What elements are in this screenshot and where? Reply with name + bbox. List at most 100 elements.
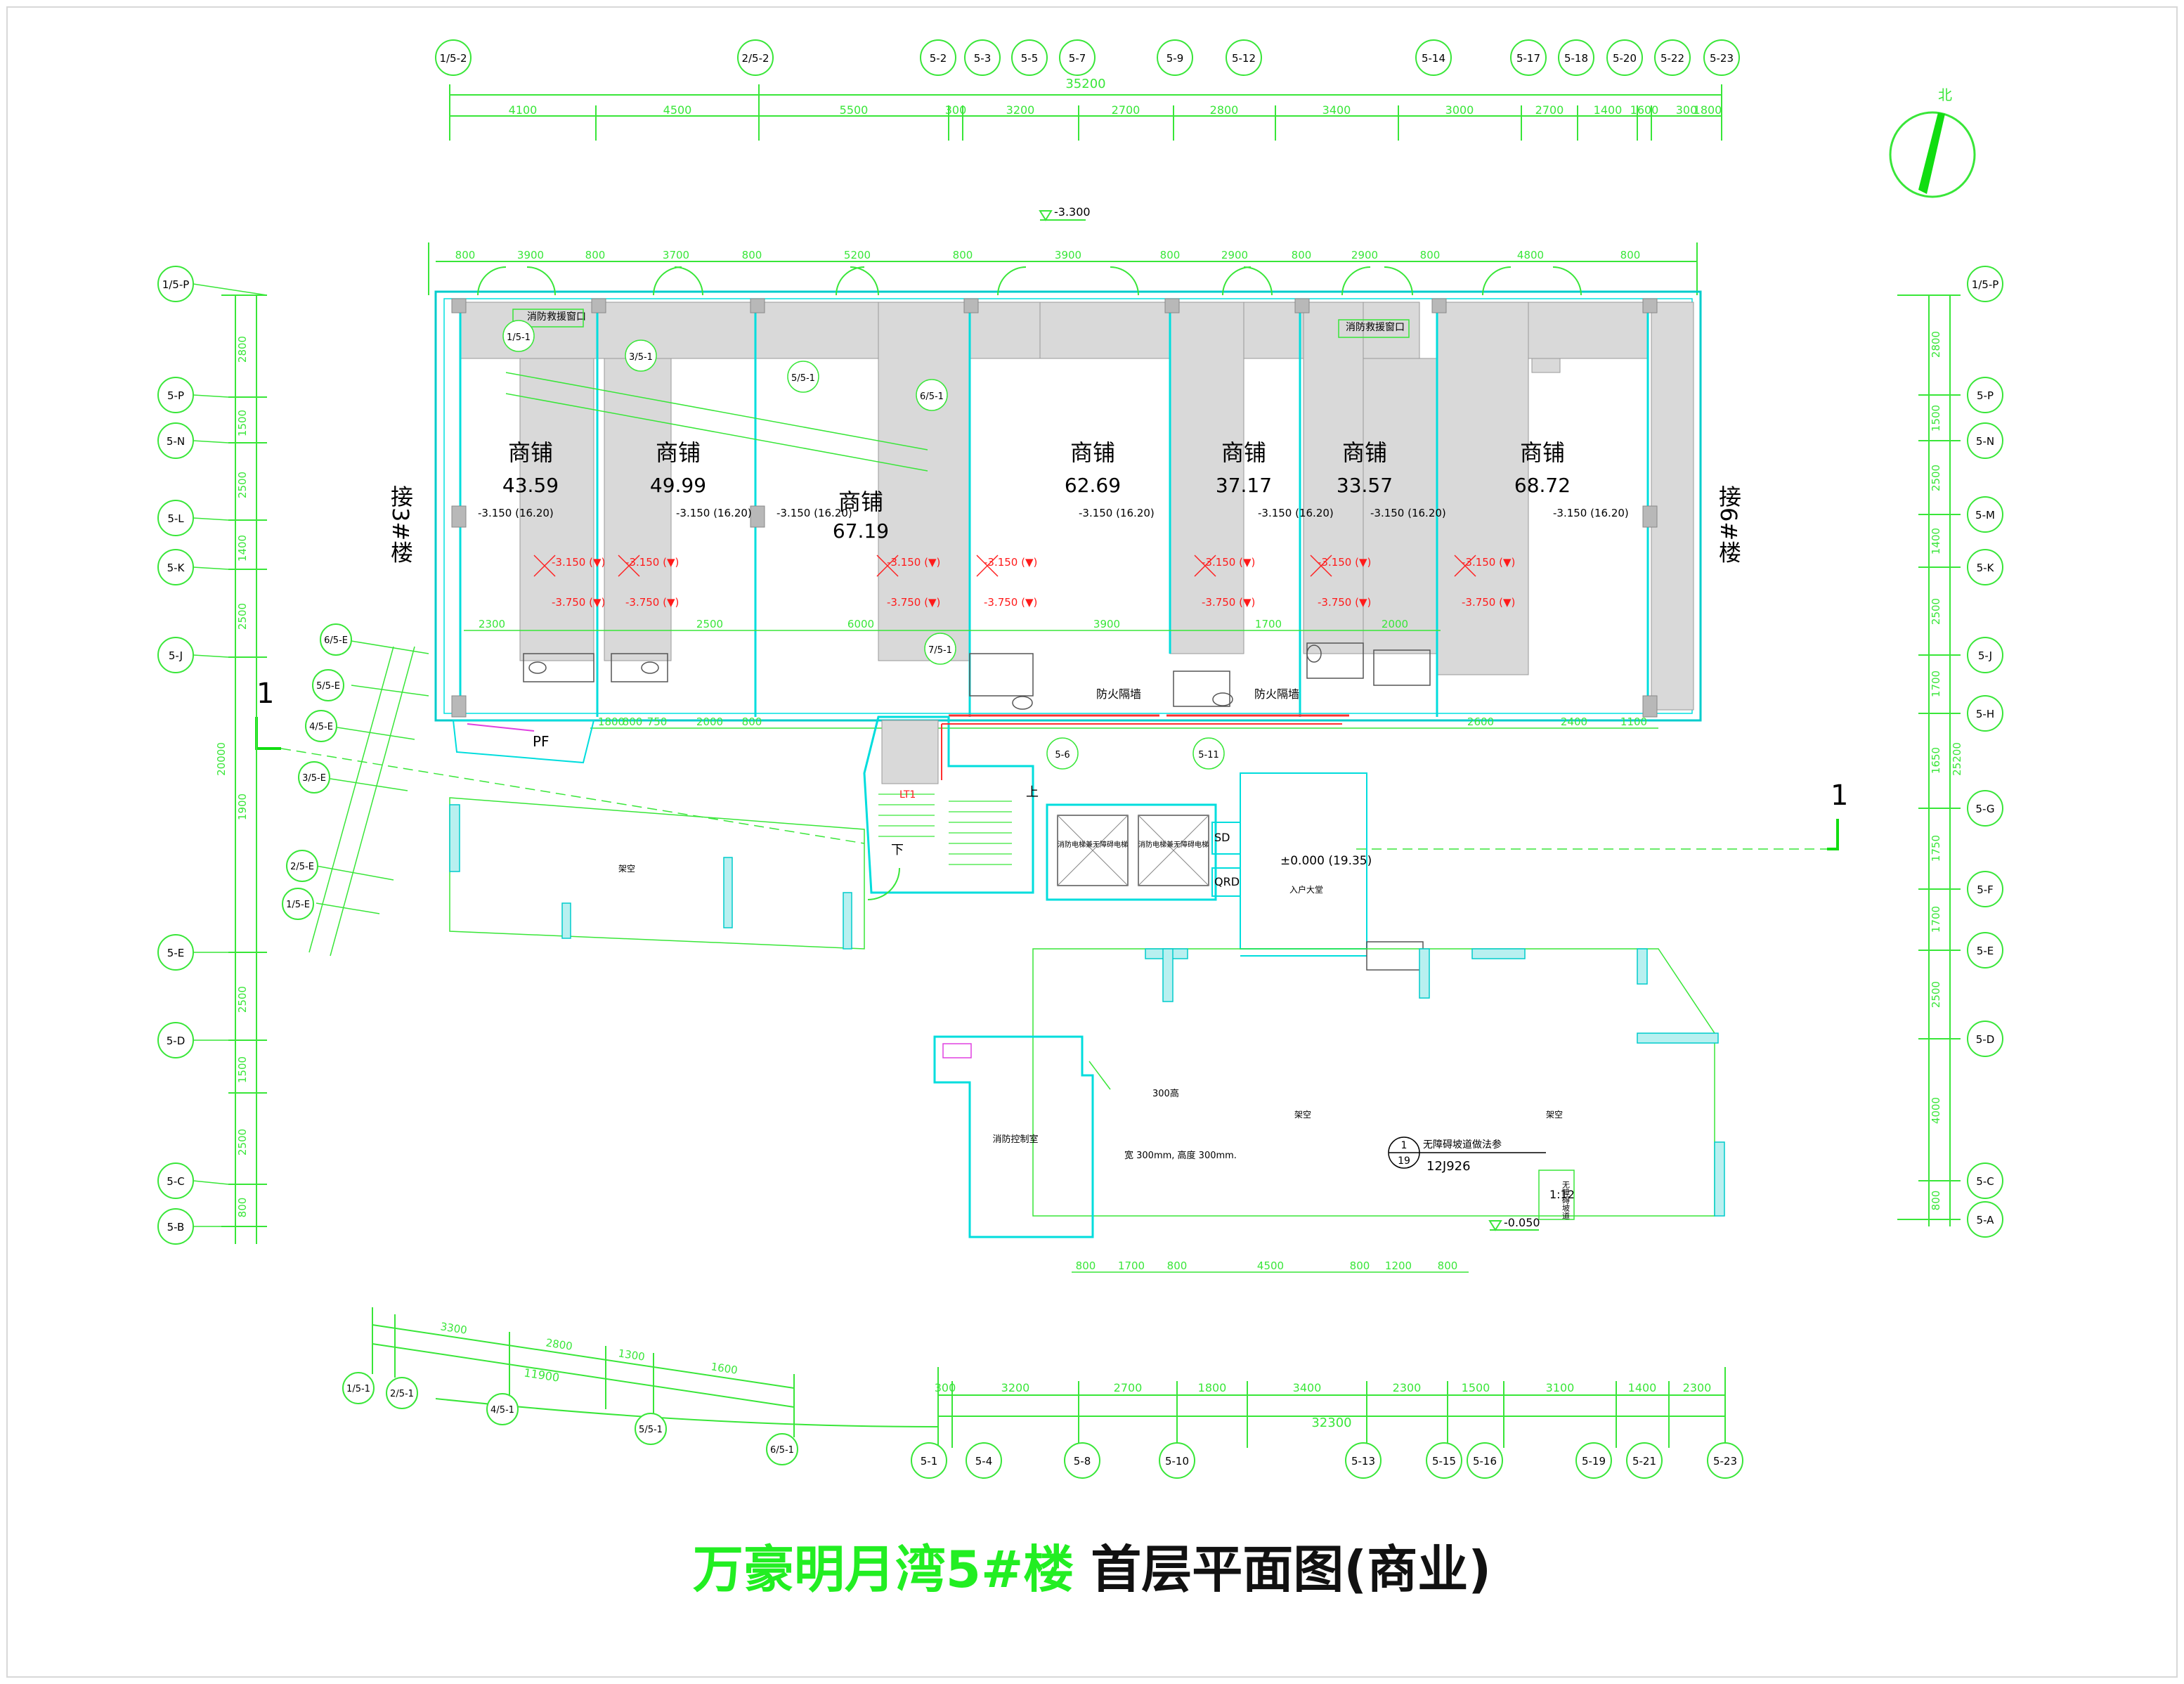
svg-text:商铺: 商铺	[838, 488, 883, 515]
dim-upper-label: 800	[455, 249, 476, 261]
axis-bubble: 5-3	[964, 39, 1001, 76]
svg-text:-3.150 (16.20): -3.150 (16.20)	[478, 507, 554, 519]
dim-right-label: 1700	[1930, 906, 1942, 933]
lobby-label: 入户大堂	[1289, 884, 1323, 895]
axis-bubble: 1/5-1	[342, 1372, 375, 1404]
dim-right-label: 2500	[1930, 981, 1942, 1008]
svg-text:5-H: 5-H	[1976, 708, 1994, 720]
link-right-label: 接6#楼	[1715, 485, 1742, 563]
svg-text:-3.150 (▼): -3.150 (▼)	[1318, 556, 1371, 569]
svg-text:49.99: 49.99	[650, 474, 706, 497]
dim-right-label: 4000	[1930, 1097, 1942, 1124]
stair-up-label: 上	[1026, 785, 1039, 800]
dim-right-label: 2500	[1930, 598, 1942, 625]
dim-top-label: 4100	[509, 103, 538, 117]
svg-text:5/5-1: 5/5-1	[791, 373, 815, 384]
dim-top-label: 300	[1676, 103, 1698, 117]
dim-right-label: 2500	[1930, 465, 1942, 491]
axis-bubble: 1/5-P	[1967, 266, 2003, 302]
bottom-skew-chain	[372, 1307, 795, 1437]
axis-bubble: 5-17	[1510, 39, 1547, 76]
svg-text:-3.150 (▼): -3.150 (▼)	[984, 556, 1037, 569]
dim-bottom-label: 2300	[1683, 1381, 1712, 1394]
svg-text:5-23: 5-23	[1710, 52, 1734, 65]
dim-bottom-label: 300	[935, 1381, 956, 1394]
svg-text:5-13: 5-13	[1351, 1455, 1375, 1468]
axis-bubble: 5-4	[966, 1442, 1002, 1479]
svg-text:1: 1	[256, 678, 274, 710]
svg-text:-3.150 (16.20): -3.150 (16.20)	[1370, 507, 1446, 519]
dim-court-label: 1200	[1385, 1259, 1412, 1272]
axis-bubble: 5-P	[1967, 377, 2003, 413]
svg-text:6/5-1: 6/5-1	[770, 1445, 794, 1456]
dim-upper-label: 3900	[517, 249, 544, 261]
axis-bubble: 5-16	[1467, 1442, 1503, 1479]
core-area: LT1 上 下 消防电梯兼无障碍电梯 消防电梯兼无障碍电梯 SD QRD ±0.…	[863, 715, 1424, 971]
dim-bottom-skew-label: 1300	[618, 1347, 646, 1363]
left-dimension-chain	[221, 294, 267, 1244]
inner-axis-bubble: 1/5-1	[502, 320, 535, 352]
dim-mid-label: 3900	[1093, 618, 1120, 630]
svg-text:商铺: 商铺	[1520, 439, 1565, 466]
inner-axis-bubble: 5/5-1	[787, 361, 819, 393]
low-dim-labels: 1800 800 750 2000 800 2600 2400 1100	[590, 715, 1658, 729]
axis-bubble: 5-22	[1654, 39, 1691, 76]
dim-court-label: 800	[1350, 1259, 1370, 1272]
void-label-left: 架空	[618, 864, 635, 874]
dim-top-labels: 4100 4500 5500 300 3200 2700 2800 3400 3…	[509, 103, 1722, 117]
shop: 商铺 49.99 -3.150 (16.20)	[650, 439, 752, 519]
north-arrow: 北	[1889, 86, 1976, 198]
top-axis-bubbles: 1/5-2 2/5-2 5-2 5-3 5-5 5-7 5-9 5-12 5-1…	[435, 39, 1740, 76]
ramp-detail: 1 19 无障碍坡道做法参 12J926 1:12 无障碍坡道 -0.050	[1388, 1136, 1575, 1231]
dim-top-label: 1800	[1694, 103, 1722, 117]
dim-bottom-label: 3200	[1001, 1381, 1030, 1394]
dim-upper-label: 800	[1292, 249, 1312, 261]
shop: 商铺 62.69 -3.150 (16.20)	[1065, 439, 1155, 519]
svg-text:5-15: 5-15	[1432, 1455, 1456, 1468]
dim-upper-label: 800	[585, 249, 606, 261]
link-left-label: 接3#楼	[387, 485, 414, 563]
axis-bubble: 5-2	[920, 39, 956, 76]
title-project: 万豪明月湾5#楼	[692, 1540, 1074, 1599]
stair-lt1-label: LT1	[899, 789, 916, 801]
svg-text:5/5-E: 5/5-E	[316, 681, 340, 692]
bottom-axis-bubbles: 5-1 5-4 5-8 5-10 5-13 5-15 5-16 5-19 5-2…	[911, 1442, 1743, 1479]
axis-bubble: 6/5-1	[766, 1433, 798, 1465]
right-axis-bubbles: 1/5-P 5-P 5-N 5-M 5-K 5-J 5-H 5-G 5-F 5-…	[1967, 266, 2003, 1238]
dim-left-label: 2800	[236, 336, 249, 363]
svg-text:5-19: 5-19	[1582, 1455, 1606, 1468]
svg-text:-3.300: -3.300	[1054, 205, 1091, 219]
elevator-a-label: 消防电梯兼无障碍电梯	[1058, 840, 1128, 849]
dim-upper-label: 3700	[663, 249, 689, 261]
svg-text:5-C: 5-C	[1976, 1175, 1994, 1188]
dim-low-label: 1800	[598, 715, 625, 728]
axis-bubble: 1/5-P	[157, 266, 268, 302]
section-marker-right: 1	[1356, 779, 1848, 850]
svg-text:商铺: 商铺	[1070, 439, 1115, 466]
svg-text:2/5-1: 2/5-1	[390, 1389, 414, 1399]
svg-text:5-P: 5-P	[167, 389, 184, 402]
axis-bubble: 1/5-E	[282, 888, 314, 920]
dim-bottom-label: 3100	[1546, 1381, 1575, 1394]
note-300-label: 300高	[1152, 1088, 1179, 1099]
svg-text:5-J: 5-J	[1978, 649, 1992, 662]
svg-text:6/5-E: 6/5-E	[324, 635, 348, 646]
note-width-label: 宽 300mm, 高度 300mm.	[1124, 1150, 1237, 1161]
dim-upper-label: 5200	[844, 249, 871, 261]
void-label-mid: 架空	[1294, 1110, 1311, 1120]
svg-text:-3.750 (▼): -3.750 (▼)	[984, 596, 1037, 609]
svg-text:1/5-1: 1/5-1	[346, 1384, 370, 1394]
svg-text:5-N: 5-N	[1976, 435, 1994, 448]
fire-rescue-window-right: 消防救援窗口	[1346, 321, 1405, 333]
void-label-right: 架空	[1546, 1110, 1563, 1120]
svg-text:4/5-E: 4/5-E	[309, 722, 333, 732]
dim-court-label: 4500	[1257, 1259, 1284, 1272]
dim-right-total: 25200	[1951, 742, 1963, 776]
dim-bottom-skew-label: 1600	[710, 1360, 739, 1376]
control-room-label: 消防控制室	[992, 1134, 1038, 1145]
axis-bubble: 5-H	[1967, 695, 2003, 732]
svg-text:5-N: 5-N	[167, 435, 185, 448]
svg-text:5-6: 5-6	[1055, 750, 1070, 760]
dim-top-label: 3000	[1445, 103, 1474, 117]
